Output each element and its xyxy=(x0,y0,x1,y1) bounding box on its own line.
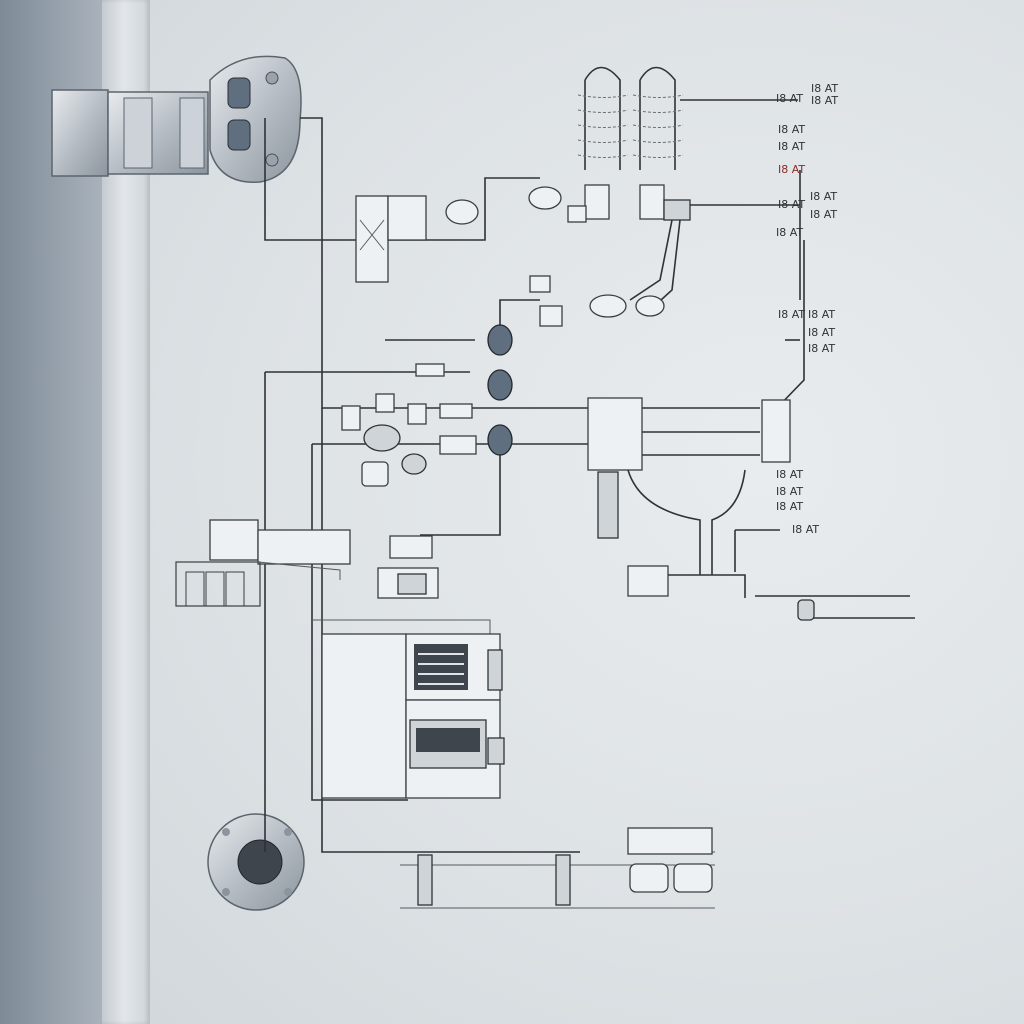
wire-network xyxy=(264,99,915,909)
label-low-3: I8 AT xyxy=(776,500,803,513)
label-mid-2: I8 AT xyxy=(808,308,835,321)
label-low-1: I8 AT xyxy=(776,468,803,481)
label-top-2: I8 AT xyxy=(811,94,838,107)
label-right-4: I8 AT xyxy=(776,226,803,239)
label-mid-1: I8 AT xyxy=(778,308,805,321)
label-right-1: I8 AT xyxy=(778,198,805,211)
label-right-2: I8 AT xyxy=(810,190,837,203)
label-mid-4: I8 AT xyxy=(808,342,835,355)
bottom-outlets xyxy=(417,827,713,906)
relay-module xyxy=(355,186,562,283)
coil-assembly xyxy=(577,66,691,311)
label-top-5-red: I8 AT xyxy=(778,163,805,176)
terminal-strip xyxy=(175,519,351,607)
round-cable-port xyxy=(207,813,305,911)
label-top-4: I8 AT xyxy=(778,140,805,153)
label-top-3: I8 AT xyxy=(778,123,805,136)
label-top-1: I8 AT xyxy=(811,82,838,95)
label-low-2: I8 AT xyxy=(776,485,803,498)
hinge-hardware xyxy=(51,55,302,183)
lower-control-boxes xyxy=(377,535,439,599)
label-right-3: I8 AT xyxy=(810,208,837,221)
label-low-4: I8 AT xyxy=(792,523,819,536)
valve-nodes xyxy=(341,205,665,487)
junction-assembly xyxy=(587,397,815,621)
label-bracket: I8 AT xyxy=(776,92,803,105)
control-cabinet xyxy=(321,633,505,799)
label-mid-3: I8 AT xyxy=(808,326,835,339)
